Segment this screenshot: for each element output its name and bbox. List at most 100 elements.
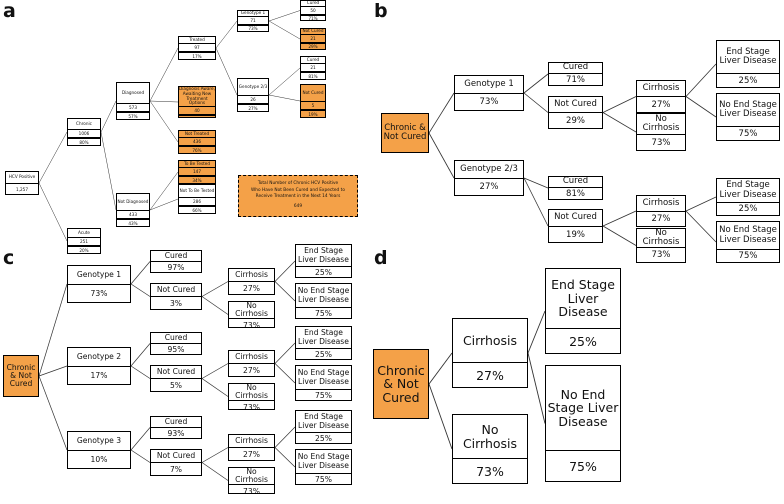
node-percent: 10% [90, 455, 108, 464]
node-title: No End Stage Liver Disease [297, 286, 350, 304]
node-title: HCV Positive [8, 174, 36, 180]
node-percent: 29% [308, 44, 318, 50]
node-count: 40 [194, 108, 200, 114]
node-count: 26 [250, 97, 256, 102]
node-title: Diagnosed [121, 89, 145, 95]
connector-line [38, 283, 68, 377]
node-title: Genotype 3 [76, 435, 122, 445]
connector-line [130, 261, 151, 285]
node-title: No Cirrhosis [642, 113, 680, 133]
node-title: Cured [164, 250, 188, 260]
node-title: Not Cured [554, 212, 597, 223]
node-count: 1,257 [16, 186, 28, 192]
node-title: Not Treated [184, 130, 210, 136]
a-root: HCV Positive 1,257 [5, 171, 39, 195]
node-percent: 80% [79, 139, 89, 145]
node-title: Cirrhosis [642, 197, 680, 208]
node-title: End Stage Liver Disease [298, 246, 349, 264]
connector-line [268, 10, 301, 22]
node-percent: 27% [248, 105, 258, 111]
connector-line [274, 281, 296, 302]
node-title: End Stage Liver Disease [551, 277, 615, 320]
connector-line [268, 94, 301, 102]
node-percent: 27% [243, 449, 260, 459]
node-count: 50 [310, 7, 316, 13]
node-title: Cured [164, 332, 188, 342]
d-esld: End Stage Liver Disease 25% [545, 268, 621, 354]
node-percent: 75% [315, 308, 332, 318]
node-percent: 73% [243, 486, 260, 494]
node-percent: 75% [315, 390, 332, 400]
node-title: End Stage Liver Disease [719, 46, 777, 66]
connector-line [602, 112, 637, 133]
node-title: Cured [164, 416, 188, 426]
node-count: 71 [250, 17, 256, 23]
node-percent: 20% [79, 247, 89, 253]
c-root-chronic-not-cured: Chronic & Not Cured [3, 355, 39, 397]
node-title: Not Cured [302, 28, 324, 33]
node-count: 433 [129, 212, 137, 217]
node-percent: 3% [169, 298, 183, 308]
node-title: Chronic & Not Cured [6, 362, 36, 389]
node-percent: 19% [308, 111, 318, 117]
connector-line [523, 177, 549, 189]
node-percent: 19% [566, 229, 585, 240]
node-title: Cirrhosis [235, 269, 268, 279]
node-percent: 75% [738, 251, 758, 261]
node-title: Acute [78, 229, 90, 235]
node-title: End Stage Liver Disease [298, 412, 349, 430]
node-title: Treated [189, 36, 205, 42]
node-percent: 57% [128, 113, 138, 119]
connector-line [130, 365, 151, 379]
node-percent: 17% [90, 371, 108, 380]
node-title: Genotype 2 [76, 351, 122, 361]
a-genotype23: Genotype 2/3 26 27% [237, 78, 269, 112]
connector-line [274, 363, 296, 384]
node-title: Genotype 2/3 [238, 83, 268, 89]
node-title: No Cirrhosis [642, 228, 680, 248]
b-g23-cirrhosis: Cirrhosis 27% [636, 195, 686, 227]
node-percent: 25% [569, 333, 597, 349]
node-percent: 73% [243, 320, 260, 328]
node-count: 21 [310, 65, 316, 70]
summary-value: 649 [293, 204, 303, 210]
node-title: End Stage Liver Disease [298, 328, 349, 346]
connector-line [201, 296, 229, 315]
connector-line [685, 96, 717, 118]
connector-line [428, 352, 453, 385]
node-title: To Be Tested [184, 160, 210, 166]
connector-line [685, 196, 717, 212]
connector-line [149, 47, 179, 102]
node-title: No Cirrhosis [235, 301, 268, 319]
node-percent: 97% [167, 262, 185, 272]
node-title: Cured [306, 56, 320, 62]
node-percent: 25% [315, 267, 332, 277]
node-title: Diagnosis Aware, Awaiting New Treatment … [179, 86, 215, 106]
node-title: Chronic [76, 120, 92, 126]
connector-line [149, 100, 179, 103]
node-percent: 75% [315, 474, 332, 484]
node-title: No End Stage Liver Disease [547, 386, 619, 429]
node-percent: 27% [651, 214, 671, 224]
connector-line [100, 131, 117, 211]
summary-text: Who Have Not Been Cured and Expected to [251, 187, 345, 193]
node-title: No Cirrhosis [235, 467, 268, 485]
